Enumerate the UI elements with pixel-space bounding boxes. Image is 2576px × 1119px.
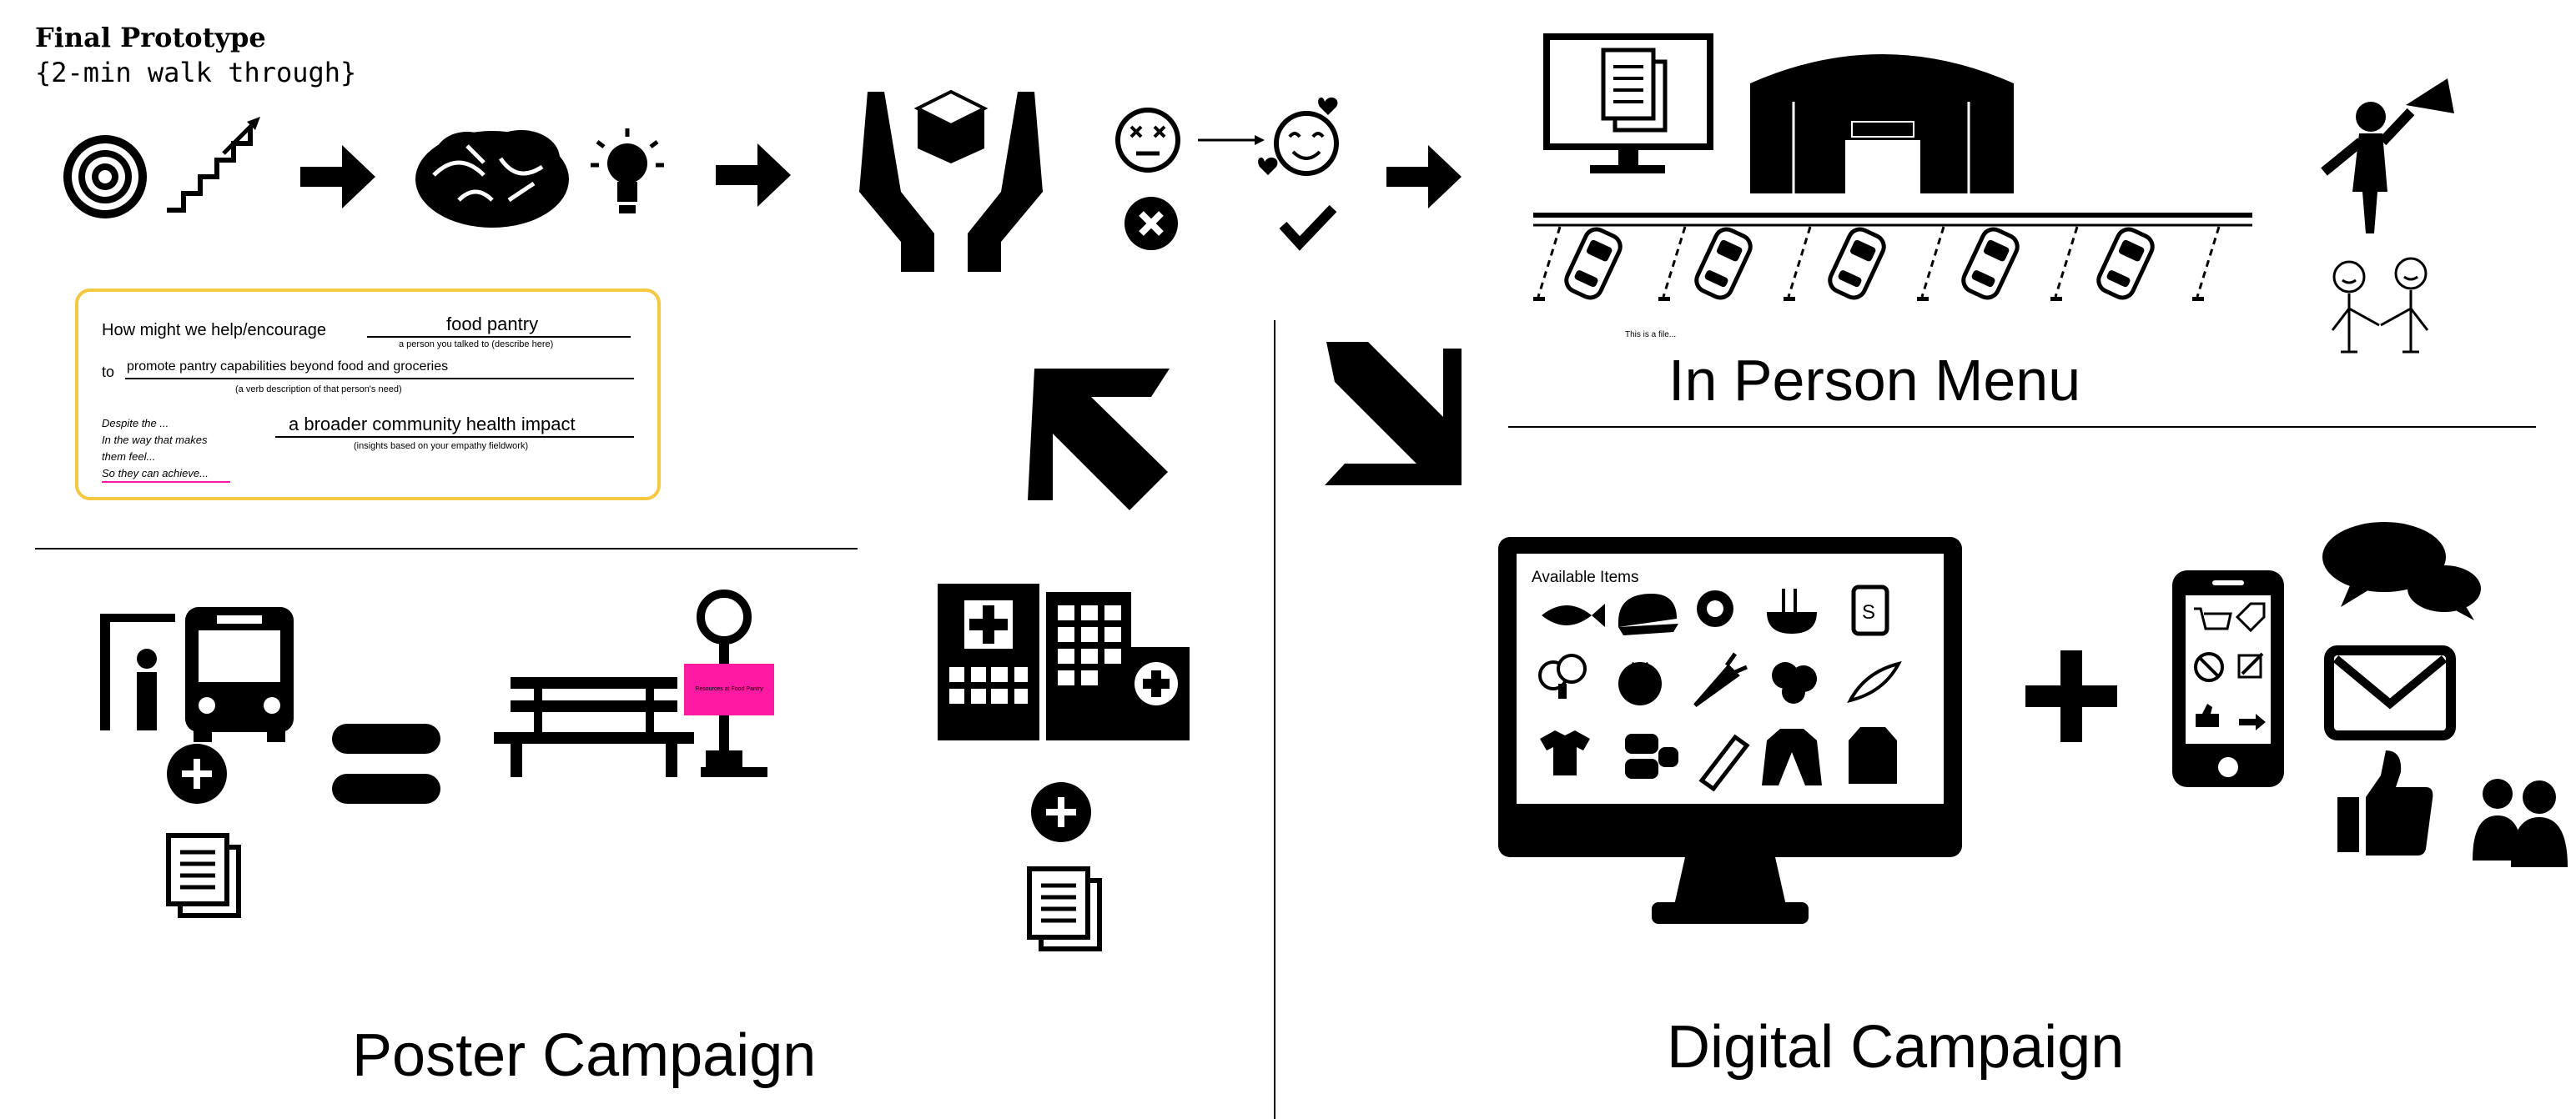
page-subtitle: {2-min walk through} [35, 57, 356, 88]
bus-icon [185, 607, 294, 742]
svg-text:S: S [1862, 601, 1875, 624]
stairs-up-icon [167, 117, 260, 213]
hmw-line1-hint: a person you talked to (describe here) [399, 339, 553, 349]
parking-lot-icon [1533, 213, 2252, 302]
cart-icon [2194, 607, 2232, 630]
hands-holding-box-icon [859, 89, 1043, 272]
small-arrow-right-icon [2239, 714, 2266, 730]
edit-icon [2237, 652, 2264, 679]
checkmark-icon [1279, 204, 1337, 251]
equals-icon [332, 724, 440, 804]
poster-sign: Resources at Food Pantry [684, 664, 774, 715]
computer-with-documents-icon [1543, 33, 1713, 173]
leafy-greens-icon [1772, 662, 1817, 704]
document-icon [1029, 869, 1099, 949]
store-building-icon [1750, 54, 2014, 193]
broccoli-icon [1538, 654, 1587, 699]
carrot-icon [1693, 652, 1748, 708]
hmw-card: How might we help/encourage food pantry … [75, 289, 661, 500]
smiling-face-hearts-icon [1258, 97, 1339, 176]
hmw-line1-value: food pantry [446, 314, 538, 334]
car-icon [1960, 225, 2021, 301]
hmw-line3-prefix-c: them feel... [102, 450, 155, 463]
sushi-icon [1625, 734, 1678, 779]
toothpaste-icon [1698, 734, 1750, 792]
poster-campaign-label: Poster Campaign [352, 1022, 816, 1089]
document-icon [169, 835, 239, 916]
car-icon [1826, 225, 1888, 301]
plus-circle-icon [167, 744, 227, 804]
jacket-icon [1762, 729, 1822, 785]
coat-icon [1849, 727, 1897, 784]
hmw-line3-value: a broader community health impact [289, 414, 576, 434]
noodles-icon [1767, 589, 1817, 634]
arrow-right-icon [716, 143, 791, 207]
roast-chicken-icon [1618, 594, 1678, 635]
arrow-down-left-icon [1028, 369, 1170, 510]
bench-icon [494, 677, 694, 777]
in-person-menu-label: In Person Menu [1668, 348, 2080, 413]
x-circle-icon [1124, 197, 1178, 250]
digital-campaign-label: Digital Campaign [1667, 1014, 2124, 1081]
car-icon [2095, 225, 2156, 301]
hmw-line1-prefix: How might we help/encourage [102, 321, 326, 339]
no-entry-icon [2194, 652, 2224, 682]
arrow-right-icon [300, 145, 375, 208]
dizzy-face-icon [1115, 108, 1180, 173]
poster-sign-text: Resources at Food Pantry [695, 686, 763, 692]
arrow-right-icon [1386, 145, 1462, 208]
screen-caption: This is a file... [1625, 330, 1676, 339]
hmw-line3-hint: (insights based on your empathy fieldwor… [354, 441, 528, 451]
arrow-down-right-icon [1325, 342, 1462, 485]
available-items-title: Available Items [1532, 569, 1639, 586]
hmw-line3-prefix-b: In the way that makes [102, 434, 208, 446]
smartphone-icon [2172, 570, 2284, 787]
t-shirt-icon [1540, 730, 1590, 775]
canned-food-icon: S [1851, 585, 1889, 636]
people-handshake-icon [2331, 257, 2429, 354]
hmw-line3-prefix-a: Despite the ... [102, 417, 169, 429]
brain-icon [415, 130, 569, 228]
thin-arrow-icon [1198, 135, 1265, 145]
chat-bubbles-icon [2322, 522, 2481, 620]
thumbs-up-icon [2337, 750, 2433, 856]
target-icon [63, 135, 147, 218]
fish-icon [1542, 604, 1605, 627]
page-title: Final Prototype [35, 22, 266, 53]
envelope-icon [2324, 645, 2456, 740]
bowl-icon [1697, 590, 1733, 627]
users-group-icon [2473, 779, 2568, 867]
plus-icon [2025, 650, 2117, 742]
car-icon [1562, 225, 1624, 301]
monitor-available-items: Available Items S [1498, 537, 1962, 924]
car-icon [1693, 225, 1754, 301]
hospital-buildings-icon [938, 584, 1190, 740]
hmw-line3-prefix-d: So they can achieve... [102, 467, 209, 479]
plus-circle-icon [1031, 782, 1091, 842]
hmw-line2-value: promote pantry capabilities beyond food … [127, 359, 448, 374]
tag-icon [2235, 602, 2266, 633]
person-megaphone-icon [2321, 78, 2454, 233]
hmw-line2-hint: (a verb description of that person's nee… [235, 384, 402, 394]
bus-shelter-person-icon [100, 614, 175, 730]
lightbulb-icon [591, 128, 664, 213]
small-thumbs-up-icon [2196, 704, 2219, 727]
tomato-icon [1618, 661, 1662, 705]
pea-pod-icon [1847, 660, 1902, 704]
hmw-line2-prefix: to [102, 364, 114, 380]
